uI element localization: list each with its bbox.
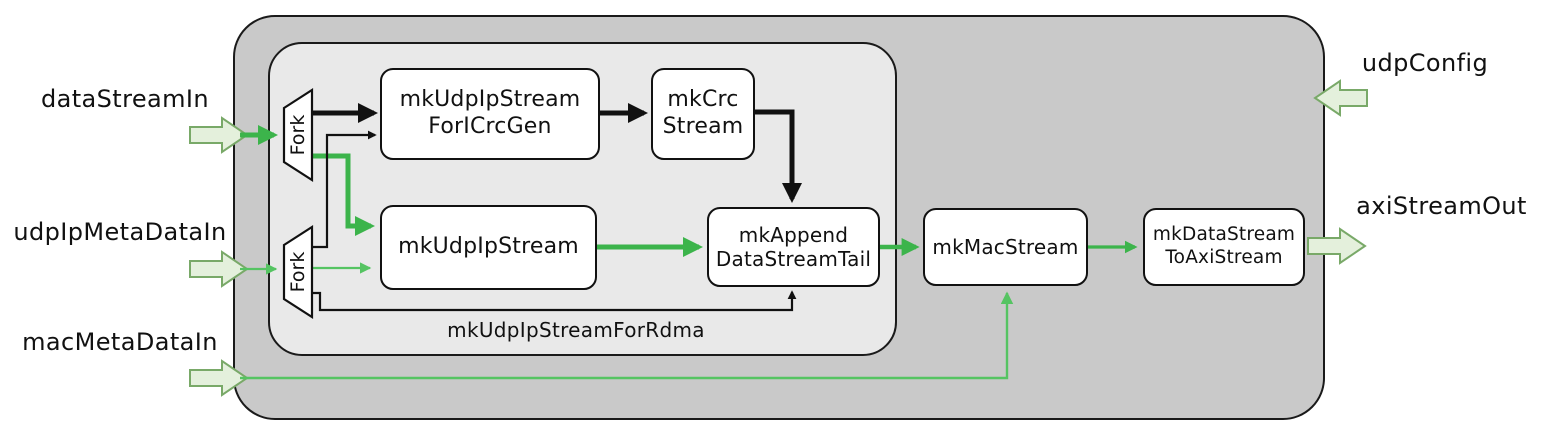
wire-fork-to-icrcgen-meta — [310, 130, 377, 249]
port-label-udpconfig: udpConfig — [1361, 49, 1489, 77]
inner-container-label: mkUdpIpStreamForRdma — [447, 318, 705, 342]
port-arrow-datastreamin — [189, 116, 249, 154]
fork-udpipmetadata-label: Fork — [287, 252, 309, 293]
fork-datastream-label: Fork — [287, 115, 309, 156]
module-label: DataStreamTail — [715, 247, 872, 271]
module-mkcrcstream: mkCrc Stream — [651, 68, 755, 160]
module-mkudpipstreamforicrcgen: mkUdpIpStream ForICrcGen — [380, 68, 600, 160]
module-label: ToAxiStream — [1165, 247, 1283, 268]
port-arrow-macmetadatain — [189, 359, 249, 397]
wire-macmetadatain-to-macstream — [240, 291, 1014, 380]
module-label: Stream — [662, 114, 744, 139]
port-label-datastreamin: dataStreamIn — [41, 85, 209, 113]
module-label: mkDataStream — [1152, 224, 1296, 246]
module-mkmacstream: mkMacStream — [923, 208, 1088, 286]
module-mkappenddatastreamtail: mkAppend DataStreamTail — [707, 207, 880, 287]
port-arrow-axistreamout — [1307, 227, 1367, 265]
module-label: ForICrcGen — [428, 114, 552, 139]
module-mkudpipstream: mkUdpIpStream — [380, 205, 597, 290]
wire-crcstream-to-append-top — [755, 109, 802, 203]
module-mkdatastreamtoaxistream: mkDataStream ToAxiStream — [1143, 208, 1305, 286]
module-label: mkAppend — [738, 222, 849, 247]
module-label: mkUdpIpStream — [399, 87, 581, 113]
port-arrow-udpconfig — [1313, 79, 1368, 117]
module-label: mkUdpIpStream — [398, 234, 579, 260]
port-label-udpipmetadatain: udpIpMetaDataIn — [13, 218, 227, 246]
wire-fork-to-append-bottom — [310, 290, 797, 312]
module-label: mkCrc — [667, 87, 739, 113]
fork-datastream: Fork — [282, 87, 314, 183]
wire-fork-to-mkudpipstream-data — [310, 153, 375, 236]
port-label-macmetadatain: macMetaDataIn — [22, 328, 218, 356]
port-arrow-udpipmetadatain — [189, 250, 249, 288]
port-label-axistreamout: axiStreamOut — [1356, 192, 1527, 220]
fork-udpipmetadata: Fork — [282, 224, 314, 320]
module-label: mkMacStream — [932, 234, 1079, 259]
